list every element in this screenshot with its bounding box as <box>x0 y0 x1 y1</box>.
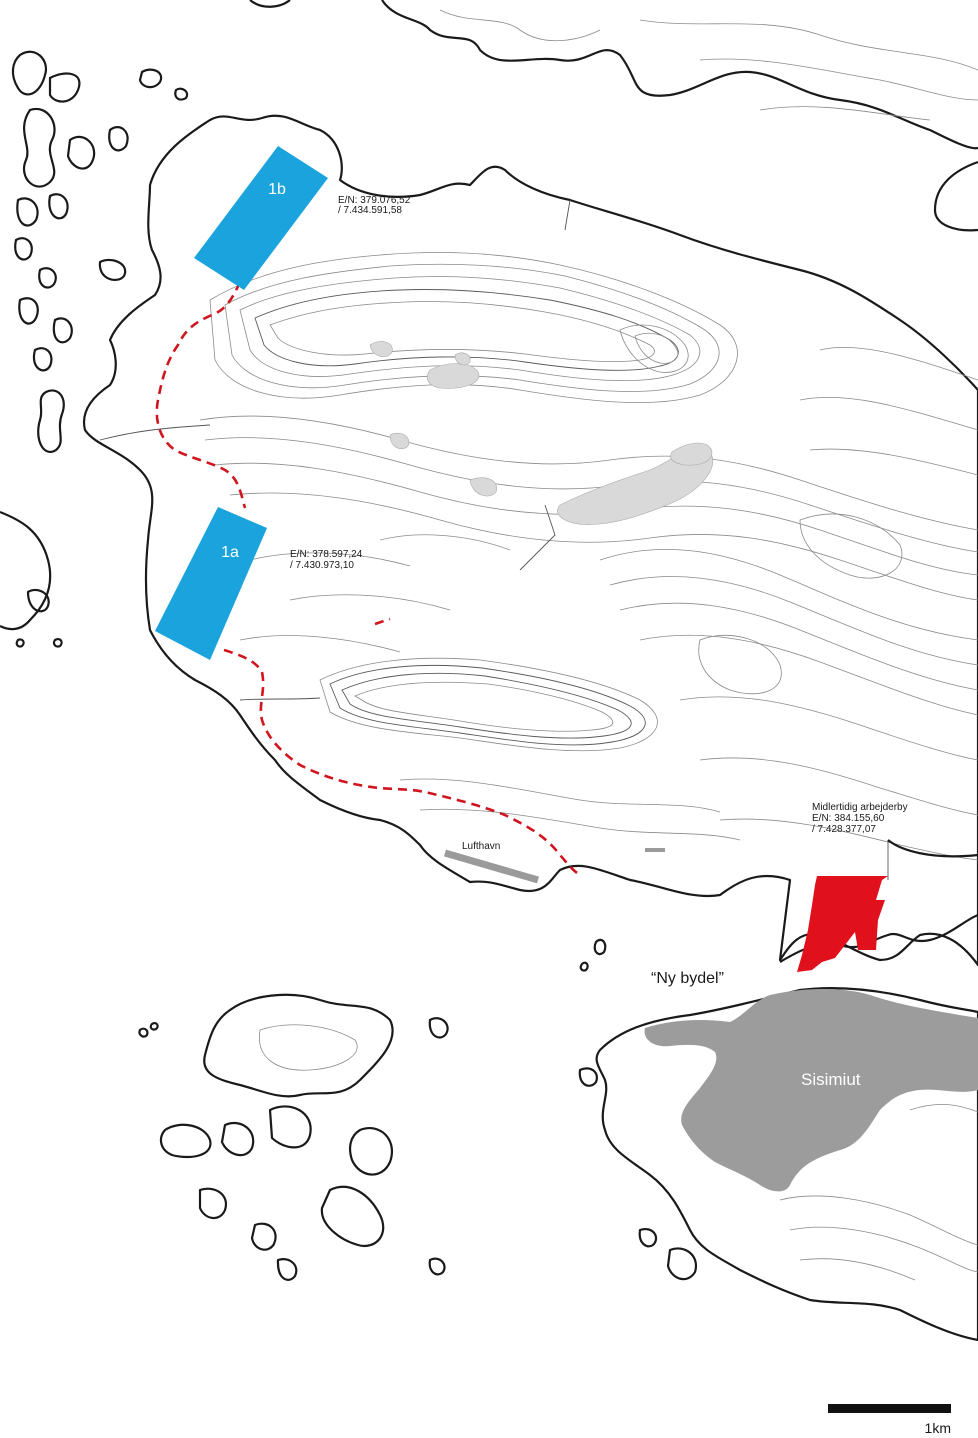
southern-islands <box>138 938 698 1281</box>
airport-label: Lufthavn <box>462 841 500 852</box>
site-1a-area <box>155 507 267 660</box>
camp-title: Midlertidig arbejderby <box>812 802 908 813</box>
camp-coordinates-line1: E/N: 384.155,60 <box>812 813 885 824</box>
western-islands <box>0 50 189 648</box>
site-1b-area <box>194 146 328 290</box>
scale-bar-label: 1km <box>925 1420 951 1436</box>
access-road-segment <box>374 617 391 626</box>
sisimiut-town-area <box>644 988 978 1192</box>
access-road <box>155 281 581 877</box>
airport-runway <box>444 849 539 884</box>
site-1a-coordinates-line2: / 7.430.973,10 <box>290 560 354 571</box>
town-label: Sisimiut <box>801 1070 861 1089</box>
site-1b-coordinates-line2: / 7.434.591,58 <box>338 205 402 216</box>
camp-label-group: Midlertidig arbejderby E/N: 384.155,60 /… <box>812 802 908 835</box>
scale-bar: 1km <box>828 1404 951 1436</box>
camp-coordinates-line2: / 7.428.377,07 <box>812 824 876 835</box>
site-1a: 1a E/N: 378.597,24 / 7.430.973,10 <box>155 507 363 660</box>
site-1b-coordinates-line1: E/N: 379.076,52 <box>338 195 411 206</box>
scale-bar-line <box>828 1404 951 1413</box>
lakes <box>369 341 714 525</box>
site-1a-coordinates-line1: E/N: 378.597,24 <box>290 549 363 560</box>
new-district-label: “Ny bydel” <box>651 970 724 987</box>
site-1b: 1b E/N: 379.076,52 / 7.434.591,58 <box>194 146 411 290</box>
north-coastline <box>249 0 978 232</box>
camp-area <box>797 876 888 972</box>
site-1a-label: 1a <box>221 544 239 561</box>
site-1b-label: 1b <box>268 181 286 198</box>
boundary-lines <box>99 199 889 880</box>
main-landmass <box>82 114 978 967</box>
